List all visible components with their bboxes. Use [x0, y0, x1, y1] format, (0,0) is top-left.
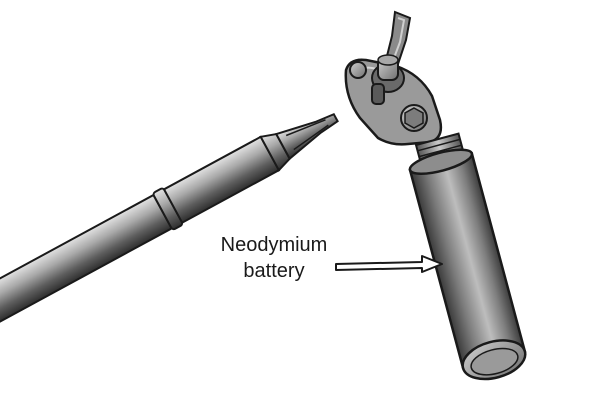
neodymium-battery [408, 148, 527, 381]
callout-line-1: Neodymium [220, 234, 328, 256]
battery-callout-label: Neodymium battery [214, 232, 334, 284]
arrow-right-icon [335, 255, 443, 273]
callout-line-2: battery [243, 260, 305, 282]
rivet-top [349, 61, 367, 79]
screwdriver-shaft [0, 112, 339, 328]
